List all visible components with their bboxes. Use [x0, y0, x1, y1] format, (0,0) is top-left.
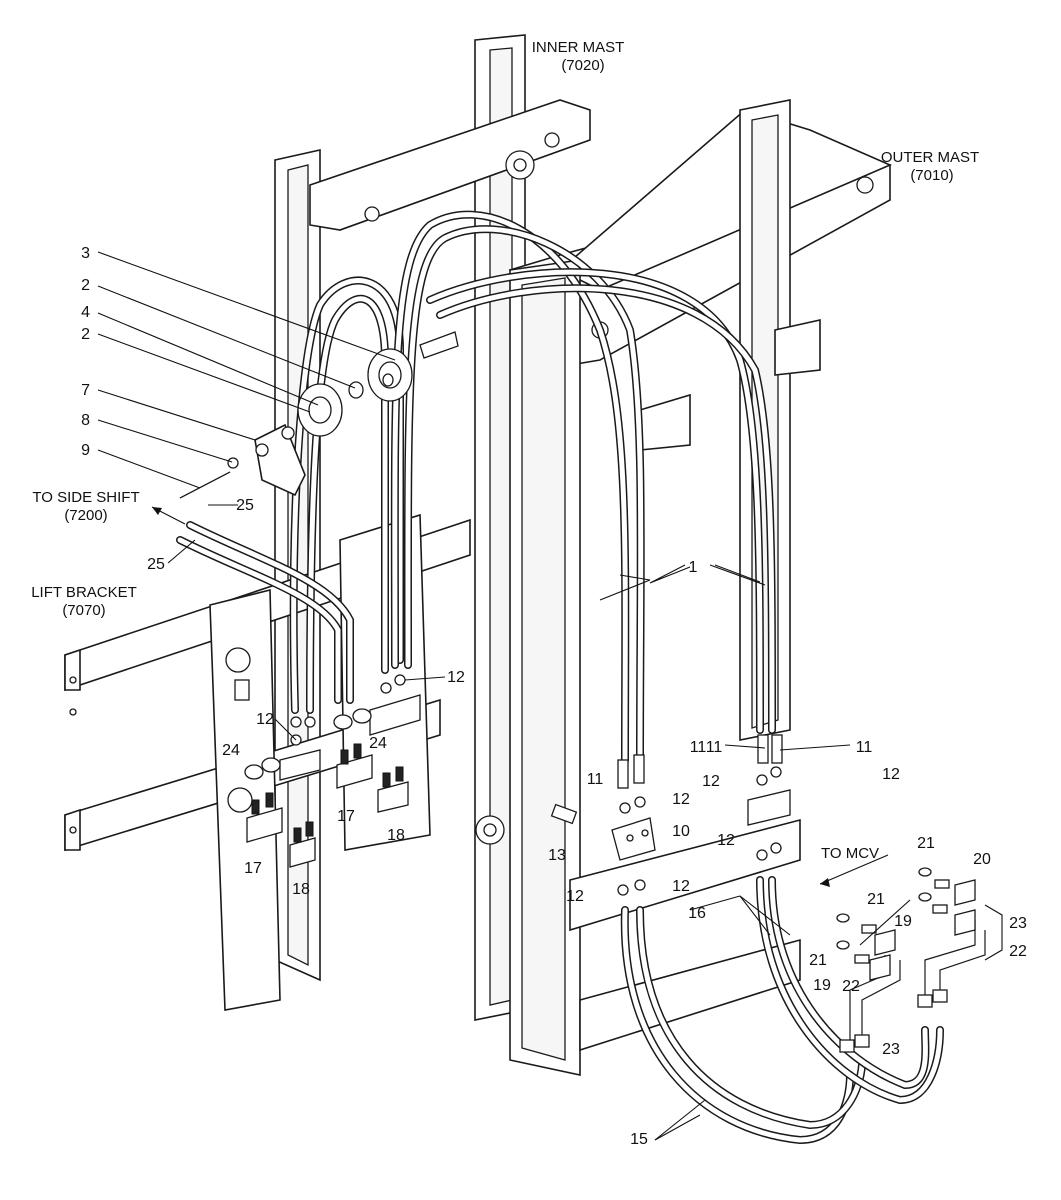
- callout-22a: 22: [1009, 943, 1027, 960]
- callout-11c: 11: [706, 739, 723, 756]
- callout-23a: 23: [1009, 915, 1027, 932]
- callout-7: 7: [81, 382, 90, 399]
- label-inner-mast: INNER MAST: [532, 39, 625, 56]
- callout-16: 16: [688, 905, 706, 922]
- callout-22b: 22: [842, 978, 860, 995]
- callout-11d: 11: [856, 739, 873, 756]
- pulley-assembly: [179, 331, 459, 499]
- callout-25b: 25: [147, 556, 165, 573]
- callout-20: 20: [973, 851, 991, 868]
- fittings-left: [244, 674, 421, 868]
- callout-23b: 23: [882, 1041, 900, 1058]
- callout-12b: 12: [256, 711, 274, 728]
- callout-18a: 18: [387, 827, 405, 844]
- callout-12a: 12: [447, 669, 465, 686]
- label-to-mcv: TO MCV: [821, 845, 879, 862]
- label-lift-bracket-code: (7070): [62, 602, 105, 619]
- callout-24b: 24: [222, 742, 240, 759]
- label-outer-mast-code: (7010): [910, 167, 953, 184]
- label-to-side-shift: TO SIDE SHIFT: [32, 489, 139, 506]
- callout-9: 9: [81, 442, 90, 459]
- callout-11a: 11: [690, 739, 707, 756]
- callout-11b: 11: [587, 771, 604, 788]
- callout-17a: 17: [337, 808, 355, 825]
- callout-10: 10: [672, 823, 690, 840]
- callout-2b: 2: [81, 326, 90, 343]
- callout-17b: 17: [244, 860, 262, 877]
- callout-3: 3: [81, 245, 90, 262]
- callout-21b: 21: [867, 891, 885, 908]
- callout-19a: 19: [894, 913, 912, 930]
- callout-8: 8: [81, 412, 90, 429]
- callout-24a: 24: [369, 735, 387, 752]
- callout-1: 1: [689, 559, 698, 576]
- label-outer-mast: OUTER MAST: [881, 149, 979, 166]
- callout-2a: 2: [81, 277, 90, 294]
- callout-12e: 12: [672, 791, 690, 808]
- callout-12h: 12: [672, 878, 690, 895]
- callout-12d: 12: [882, 766, 900, 783]
- label-inner-mast-code: (7020): [561, 57, 604, 74]
- callout-18b: 18: [292, 881, 310, 898]
- label-lift-bracket: LIFT BRACKET: [31, 584, 137, 601]
- callout-13: 13: [548, 847, 566, 864]
- fittings-right: [550, 734, 986, 1053]
- leader-lines: [97, 251, 1003, 1141]
- callout-4: 4: [81, 304, 90, 321]
- component-labels: INNER MAST (7020) OUTER MAST (7010) TO S…: [31, 39, 979, 862]
- callout-25a: 25: [236, 497, 254, 514]
- label-to-side-shift-code: (7200): [64, 507, 107, 524]
- part-callouts: 1 3 2 4 2 7 8 9 25 25 12 12 24 24 17 18 …: [81, 245, 1027, 1148]
- callout-12g: 12: [566, 888, 584, 905]
- callout-19b: 19: [813, 977, 831, 994]
- callout-21c: 21: [809, 952, 827, 969]
- callout-12f: 12: [717, 832, 735, 849]
- callout-12c: 12: [702, 773, 720, 790]
- callout-21a: 21: [917, 835, 935, 852]
- callout-15: 15: [630, 1131, 648, 1148]
